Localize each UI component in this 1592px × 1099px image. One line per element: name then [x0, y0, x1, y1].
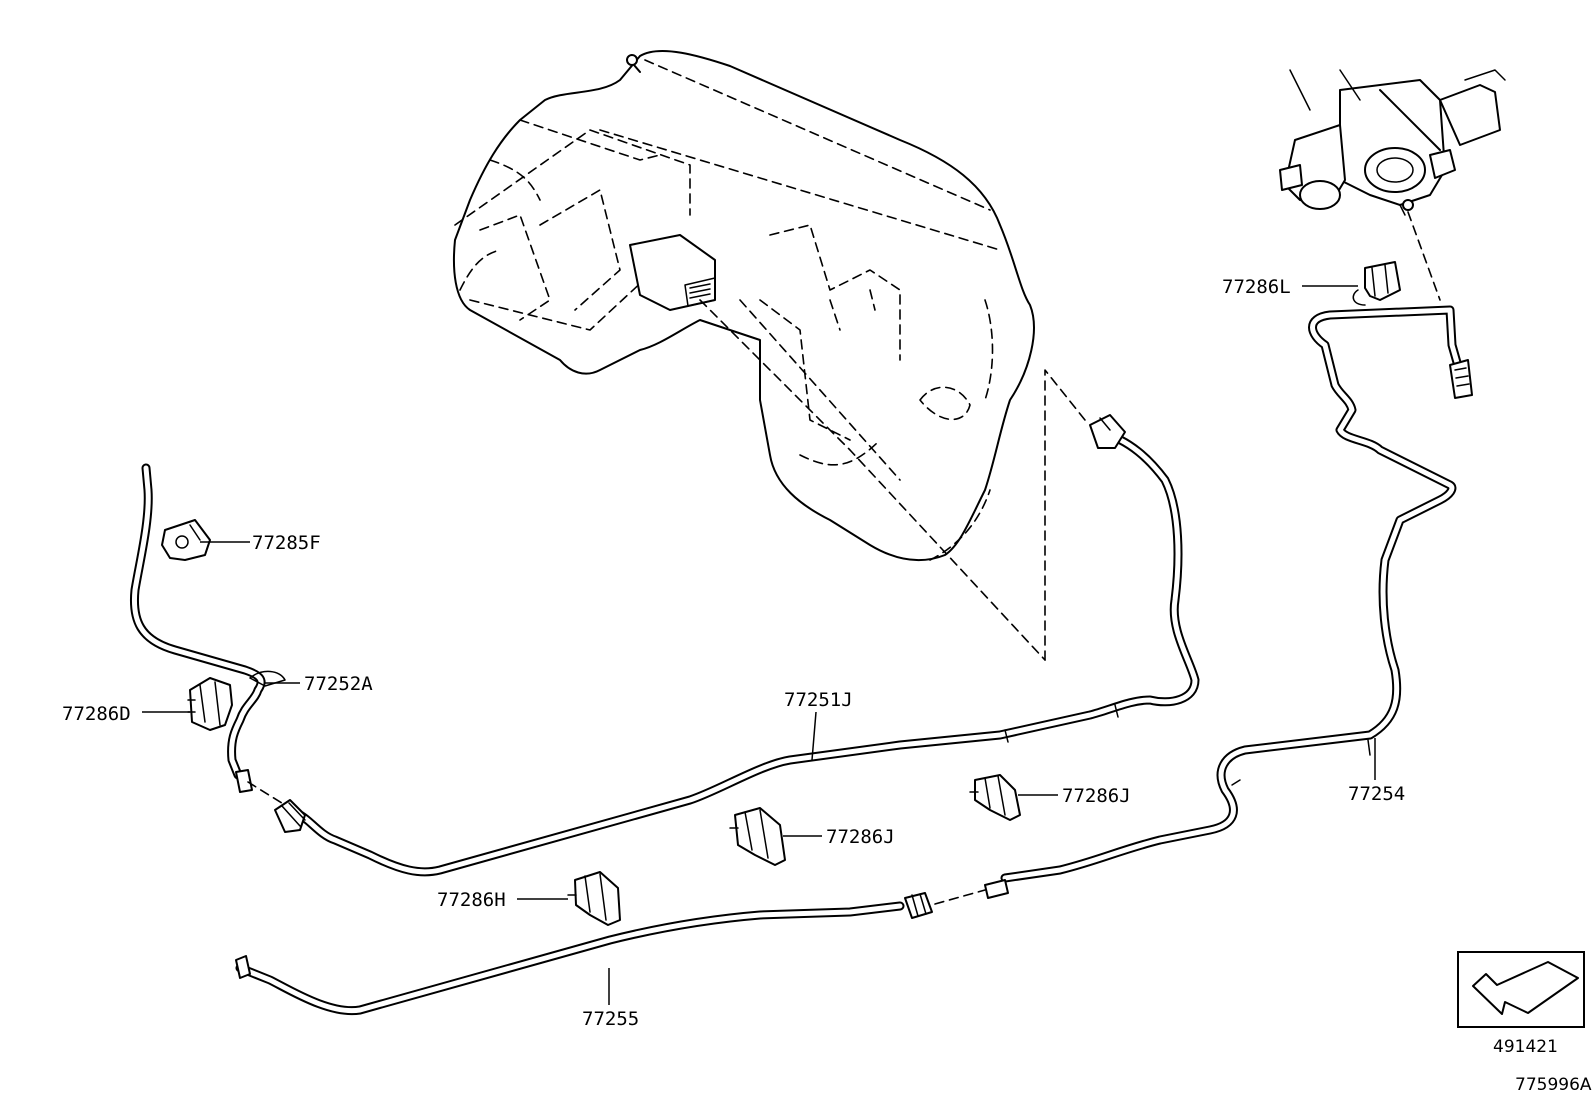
leader-lines	[142, 285, 1376, 1005]
clip-77286L	[1352, 261, 1401, 306]
clip-77286J-lower	[729, 807, 786, 866]
canister-assembly	[1279, 69, 1506, 301]
label-77251J: 77251J	[784, 689, 853, 711]
label-77286L: 77286L	[1222, 276, 1291, 298]
fuel-tank	[452, 49, 1086, 661]
label-77254: 77254	[1348, 783, 1405, 805]
label-77285F: 77285F	[252, 532, 321, 554]
diagram-number: 775996A	[1515, 1075, 1592, 1095]
front-arrow-indicator: 491421	[1457, 951, 1585, 1057]
label-77286H: 77286H	[437, 889, 506, 911]
pipe-77255	[235, 879, 1009, 1016]
callout-labels: 77285F 77252A 77286D 77251J 77286J 77286…	[62, 276, 1405, 1030]
pipe-77254	[1000, 305, 1473, 883]
label-77286J-upper: 77286J	[1062, 785, 1131, 807]
clip-77286D	[187, 677, 233, 731]
label-77286D: 77286D	[62, 703, 131, 725]
clip-77285F	[161, 519, 211, 561]
label-77286J-lower: 77286J	[826, 826, 895, 848]
label-77252A: 77252A	[304, 673, 373, 695]
pipe-77252A	[129, 463, 286, 806]
label-77255: 77255	[582, 1008, 639, 1030]
clip-77286H	[567, 871, 621, 926]
clip-77286J-upper	[969, 774, 1021, 821]
front-arrow-icon	[1472, 961, 1579, 1015]
view-code: 491421	[1493, 1037, 1558, 1057]
pipe-77251J	[274, 414, 1200, 877]
